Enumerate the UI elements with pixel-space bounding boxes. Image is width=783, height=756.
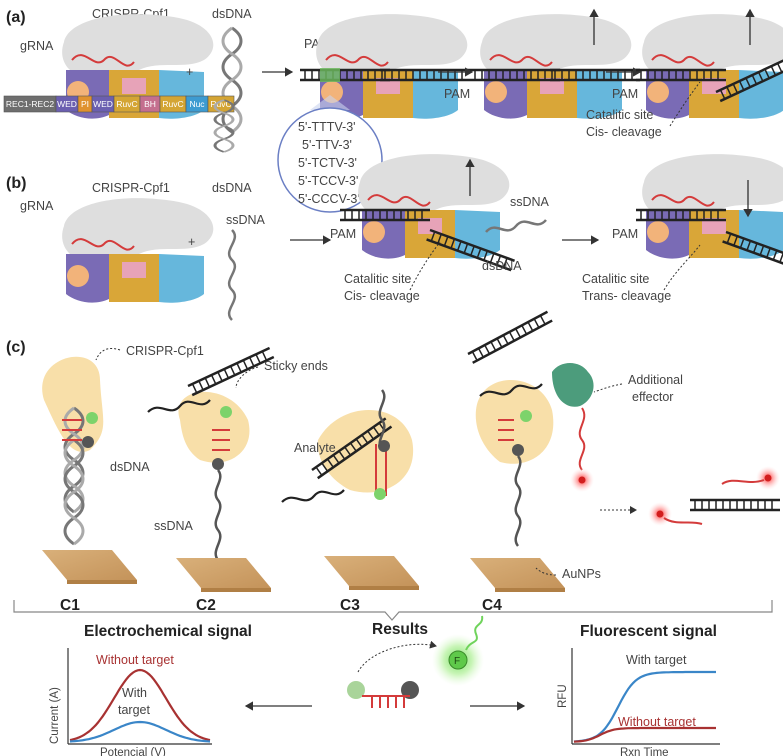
pam-label-b3: PAM [612, 227, 638, 241]
c-effector-label-2: effector [632, 390, 673, 404]
cpf1-protein-a3 [479, 13, 633, 120]
a-catalytic-label-1: Catalitic site [586, 108, 653, 122]
panel-c-label: (c) [6, 339, 26, 356]
fluor-title: Fluorescent signal [580, 623, 717, 640]
config-label-c3: C3 [340, 597, 360, 614]
panel-a-label: (a) [6, 9, 26, 26]
results-section: Results Electrochemical signal Current (… [49, 615, 720, 756]
pam-seq-2: 5'-TTV-3' [302, 138, 352, 152]
panel-b-label: (b) [6, 175, 26, 192]
pam-seq-4: 5'-TCCV-3' [298, 174, 358, 188]
config-label-c4: C4 [482, 597, 502, 614]
fluorescent-chart: Fluorescent signal RFU Rxn Time With tar… [557, 623, 720, 756]
b-ssdna-released-label: ssDNA [510, 195, 550, 209]
pam-label-a4: PAM [612, 87, 638, 101]
c-dsdna-label: dsDNA [110, 460, 150, 474]
config-label-c2: C2 [196, 597, 216, 614]
config-c4: Additional effector AuNPs C4 [466, 310, 782, 614]
bracket [13, 600, 773, 621]
b-trans-label-1: Catalitic site [582, 272, 649, 286]
fluor-label-without: Without target [618, 715, 696, 729]
config-c1: CRISPR-Cpf1 dsDNA C1 [42, 344, 204, 614]
pam-label-a3: PAM [444, 87, 470, 101]
panel-b-protein-label: CRISPR-Cpf1 [92, 181, 170, 195]
a-catalytic-label-2: Cis- cleavage [586, 125, 662, 139]
pam-seq-1: 5'-TTTV-3' [298, 120, 356, 134]
domain-label: REC1-REC2 [6, 99, 54, 109]
pam-sequence-callout [277, 107, 383, 213]
c-aunps-label: AuNPs [562, 567, 601, 581]
c-ssdna-label: ssDNA [154, 519, 194, 533]
echem-label-with-1: With [122, 686, 147, 700]
panel-b-dsdna-label: dsDNA [212, 181, 252, 195]
results-title: Results [372, 621, 428, 638]
fluor-ylabel: RFU [557, 684, 569, 708]
echem-xlabel: Potencial (V) [100, 747, 166, 756]
cpf1-protein-b3 [641, 153, 783, 260]
pam-label-b2: PAM [330, 227, 356, 241]
domain-label: PI [81, 99, 89, 109]
fluorophore: F [432, 615, 484, 686]
fluor-label-with: With target [626, 653, 687, 667]
domain-label: Nuc [189, 99, 205, 109]
fluor-curve-with-target [573, 670, 716, 743]
domain-label: WED [57, 99, 77, 109]
fluorophore-label: F [454, 656, 460, 667]
b-cis-label-1: Catalitic site [344, 272, 411, 286]
electrochemical-chart: Electrochemical signal Current (A) Poten… [49, 623, 252, 756]
b-trans-label-2: Trans- cleavage [582, 289, 671, 303]
fluor-curve-without-target [573, 726, 716, 743]
config-label-c1: C1 [60, 597, 80, 614]
pam-seq-5: 5'-CCCV-3' [298, 192, 360, 206]
domain-label: RuvC [162, 99, 183, 109]
panel-b-ssdna-label: ssDNA [226, 213, 266, 227]
domain-label: WED [93, 99, 113, 109]
b-dsdna-bound-label: dsDNA [482, 259, 522, 273]
c-sticky-label: Sticky ends [264, 359, 328, 373]
ssdna-strand-b [227, 229, 237, 321]
cpf1-protein-b1 [61, 197, 215, 304]
pam-seq-3: 5'-TCTV-3' [298, 156, 357, 170]
c-crispr-label: CRISPR-Cpf1 [126, 344, 204, 358]
pam-sequence-list: 5'-TTTV-3' 5'-TTV-3' 5'-TCTV-3' 5'-TCCV-… [298, 120, 360, 206]
domain-label: RuvC [210, 99, 231, 109]
domain-label: RuvC [116, 99, 137, 109]
effector-protein [552, 363, 594, 407]
plus-sign-b: + [188, 235, 195, 249]
config-c3: Analyte C3 [281, 389, 419, 614]
echem-label-with-2: target [118, 703, 150, 717]
echem-label-without: Without target [96, 653, 174, 667]
panel-b-grna-label: gRNA [20, 199, 54, 213]
echem-curve-without-target [69, 668, 211, 742]
echem-ylabel: Current (A) [49, 687, 61, 744]
panel-a-grna-label: gRNA [20, 39, 54, 53]
b-cis-label-2: Cis- cleavage [344, 289, 420, 303]
reporter-probe [347, 640, 437, 708]
echem-curve-with-target [69, 720, 211, 743]
c-analyte-label: Analyte [294, 441, 336, 455]
panel-c: (c) CRISPR-Cpf1 dsDNA C1 Sticky ends [6, 310, 782, 621]
plus-sign-a: + [186, 65, 193, 79]
fluor-xlabel: Rxn Time [620, 747, 669, 756]
c-effector-label-1: Additional [628, 373, 683, 387]
cpf1-protein-a4 [641, 13, 783, 120]
panel-b: (b) CRISPR-Cpf1 dsDNA ssDNA gRNA + PAM s… [6, 98, 783, 321]
config-c2: Sticky ends ssDNA C2 [147, 346, 328, 614]
echem-title: Electrochemical signal [84, 623, 252, 640]
domain-label: BH [144, 99, 156, 109]
panel-a-dsdna-label: dsDNA [212, 7, 252, 21]
